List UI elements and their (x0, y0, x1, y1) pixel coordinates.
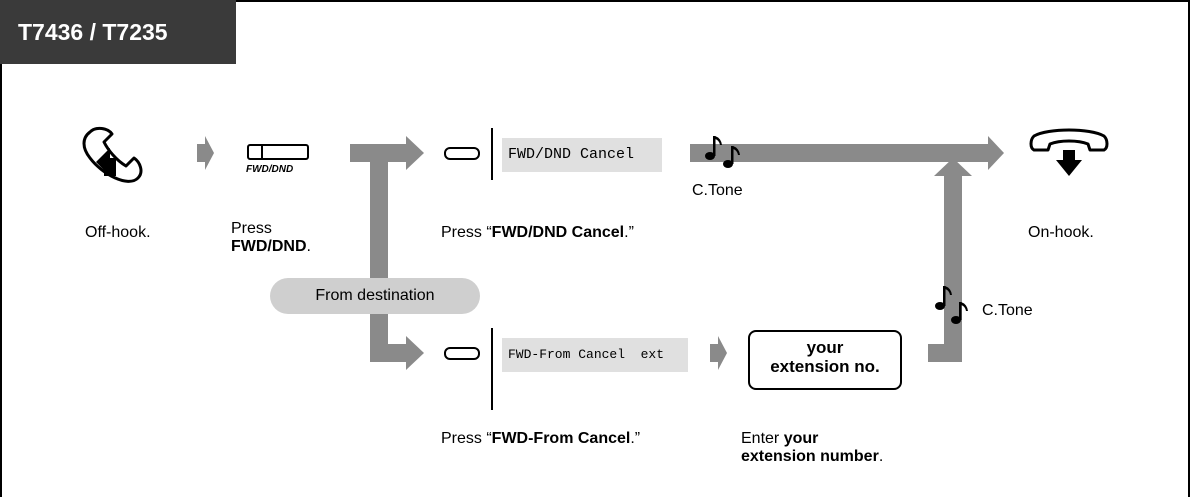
press-fwd-from-cancel-label: Press “FWD-From Cancel.” (441, 430, 641, 447)
arrow-to-onhook (988, 136, 1004, 170)
tone-label-top: C.Tone (692, 182, 743, 199)
tone-label-right: C.Tone (982, 302, 1033, 319)
press-fwd-dnd-cancel-label: Press “FWD/DND Cancel.” (441, 224, 634, 241)
offhook-label: Off-hook. (85, 224, 151, 241)
display-fwd-from-cancel: FWD-From Cancel ext (502, 338, 688, 372)
arrow-to-fwd-from-cancel (406, 336, 424, 370)
bar-top-main (690, 144, 990, 162)
onhook-label: On-hook. (1028, 224, 1094, 241)
bar-return-vertical (944, 172, 962, 362)
bar-split-vertical (370, 144, 388, 362)
arrow-offhook-to-press (197, 136, 214, 170)
press-fwd-dnd-label: Press FWD/DND. (231, 220, 311, 255)
from-destination-badge: From destination (270, 278, 480, 314)
arrow-return-up (934, 158, 972, 176)
handset-onhook-icon (1029, 128, 1109, 176)
soft-key-icon (444, 347, 480, 360)
bar-to-fwd-dnd-cancel (388, 144, 408, 162)
bar-to-fwd-from-cancel (388, 344, 408, 362)
model-title: T7436 / T7235 (0, 0, 236, 64)
tone-note-icon (935, 286, 968, 324)
arrow-to-entry (710, 336, 727, 370)
arrow-to-fwd-dnd-cancel (406, 136, 424, 170)
fwd-dnd-button-label: FWD/DND (246, 164, 294, 175)
fwd-dnd-button-icon (247, 144, 309, 160)
soft-key-icon (444, 147, 480, 160)
extension-entry-box: your extension no. (748, 330, 902, 390)
enter-extension-label: Enter your extension number. (741, 430, 884, 465)
display-fwd-dnd-cancel: FWD/DND Cancel (502, 138, 662, 172)
tone-note-icon (705, 136, 740, 168)
handset-offhook-icon (82, 126, 143, 183)
